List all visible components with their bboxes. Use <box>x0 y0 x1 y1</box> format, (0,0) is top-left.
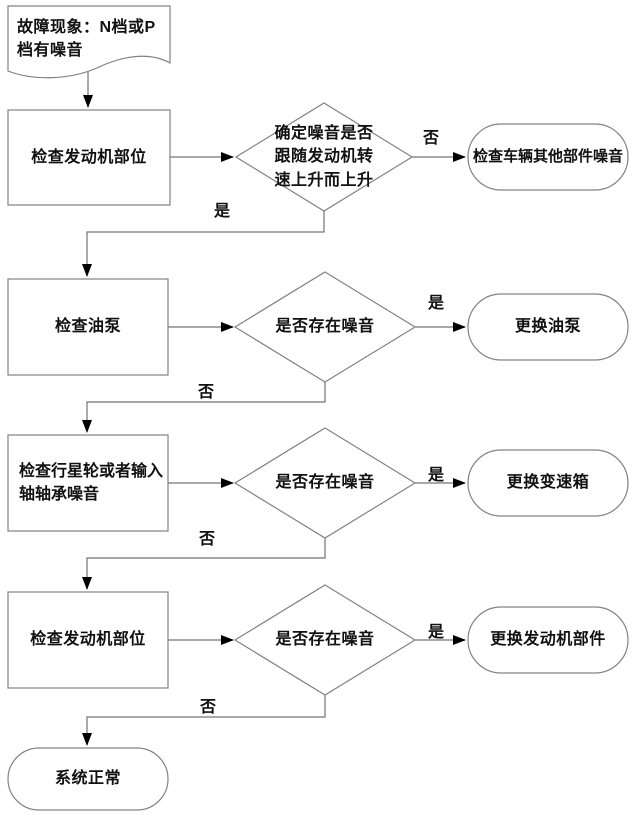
decision-shape-noise-3 <box>233 584 417 696</box>
node-label-decide-noise-3: 是否存在噪音 <box>275 631 375 649</box>
connector-decision4-no <box>82 695 326 746</box>
node-label-decide-noise-2: 是否存在噪音 <box>275 474 375 492</box>
node-label-fault: 故障现象：N档或P档有噪音 <box>17 19 156 60</box>
node-label-replace-oil-pump: 更换油泵 <box>514 318 581 336</box>
edge-label-decision1-yes: 是 <box>214 203 231 220</box>
process-shape-check-engine-2 <box>7 591 169 689</box>
node-label-check-engine-2: 检查发动机部位 <box>30 631 146 649</box>
node-label-decide-noise-1: 是否存在噪音 <box>275 318 375 336</box>
node-label-check-oil-pump: 检查油泵 <box>54 318 121 336</box>
edge-label-decision4-yes: 是 <box>428 624 445 641</box>
node-label-system-normal: 系统正常 <box>54 770 121 788</box>
node-label-replace-gearbox: 更换变速箱 <box>506 474 590 492</box>
node-label-check-other-parts: 检查车辆其他部件噪音 <box>472 148 623 166</box>
node-label-check-planetary: 检查行星轮或者输入轴轴承噪音 <box>19 462 164 503</box>
edge-label-decision2-yes: 是 <box>428 295 445 312</box>
decision-shape-noise-1 <box>233 271 417 383</box>
terminator-shape-system-normal <box>7 747 169 811</box>
process-shape-check-oil-pump <box>7 278 169 376</box>
decision-shape-follow-rpm <box>234 102 414 212</box>
edge-label-decision1-no: 否 <box>423 130 440 147</box>
document-shape-fault <box>7 5 171 79</box>
terminator-shape-replace-engine-parts <box>467 606 629 674</box>
process-shape-check-engine-1 <box>7 109 171 206</box>
node-label-decide-follow-rpm: 确定噪音是否跟随发动机转速上升而上升 <box>274 125 374 189</box>
edge-label-decision4-no: 否 <box>200 699 217 716</box>
edge-label-decision3-yes: 是 <box>428 467 445 484</box>
connector-decision1-yes <box>82 211 325 277</box>
edge-label-decision2-no: 否 <box>198 384 215 401</box>
connector-decision2-no <box>82 382 326 433</box>
terminator-shape-replace-gearbox <box>467 449 629 517</box>
node-label-replace-engine-parts: 更换发动机部件 <box>490 631 606 649</box>
node-label-check-engine-1: 检查发动机部位 <box>31 148 147 166</box>
terminator-shape-replace-oil-pump <box>467 293 629 361</box>
terminator-shape-check-other-parts <box>467 123 629 191</box>
decision-shape-noise-2 <box>233 427 417 539</box>
connector-decision3-no <box>82 538 326 590</box>
edge-label-decision3-no: 否 <box>199 531 216 548</box>
process-shape-check-planetary <box>7 434 169 532</box>
